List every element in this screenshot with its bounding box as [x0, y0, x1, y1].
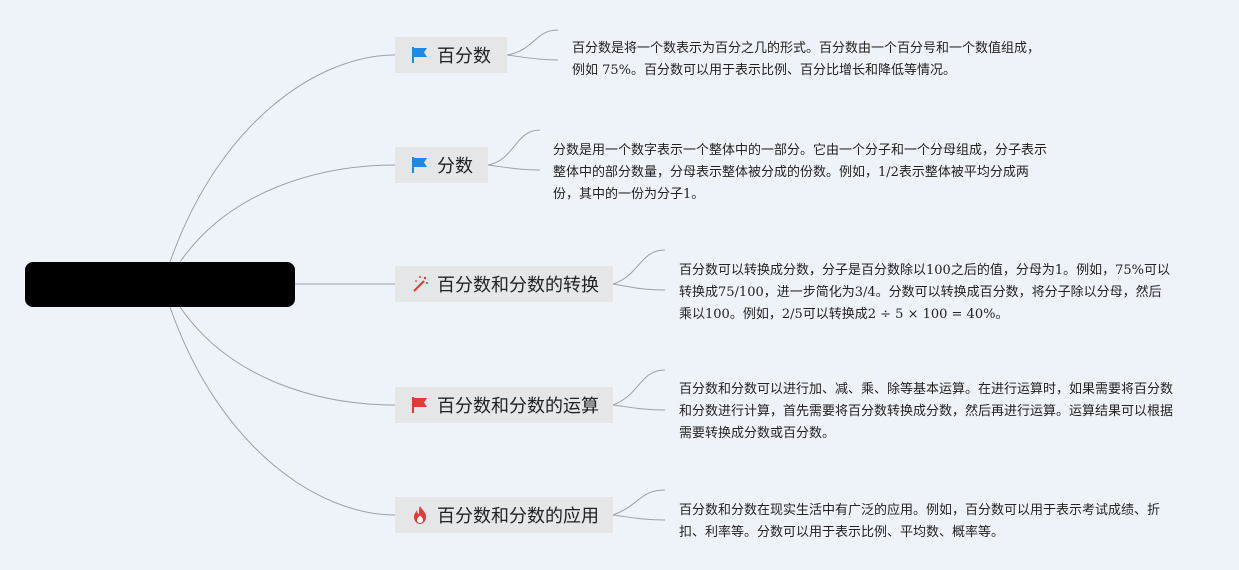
topic-note: 分数是用一个数字表示一个整体中的一部分。它由一个分子和一个分母组成，分子表示整体…: [553, 143, 1048, 202]
topic-operations[interactable]: 百分数和分数的运算: [395, 387, 613, 423]
topic-fraction[interactable]: 分数: [395, 147, 488, 183]
connector-topic-2-note: [487, 129, 541, 171]
connector-root-topic-2: [179, 164, 396, 263]
root-topic[interactable]: [25, 262, 295, 307]
red-flag-icon: [409, 394, 431, 416]
topic-note: 百分数是将一个数表示为百分之几的形式。百分数由一个百分号和一个数值组成，例如 7…: [572, 41, 1041, 78]
blue-flag-icon: [409, 44, 431, 66]
topic-label: 分数: [437, 156, 473, 177]
topic-label: 百分数和分数的运算: [437, 396, 599, 417]
connector-root-topic-5: [169, 306, 396, 516]
magic-wand-icon: [409, 273, 431, 295]
blue-flag-icon: [409, 154, 431, 176]
fire-icon: [409, 504, 431, 526]
connector-topic-3-note: [612, 249, 666, 291]
connector-root-topic-4: [179, 306, 396, 406]
topic-conversion[interactable]: 百分数和分数的转换: [395, 266, 613, 302]
topic-note: 百分数可以转换成分数，分子是百分数除以100之后的值，分母为1。例如，75%可以…: [679, 263, 1170, 322]
topic-percentage[interactable]: 百分数: [395, 37, 507, 73]
connector-topic-5-note: [612, 489, 666, 521]
topic-label: 百分数和分数的应用: [437, 506, 599, 527]
topic-note: 百分数和分数可以进行加、减、乘、除等基本运算。在进行运算时，如果需要将百分数和分…: [679, 382, 1174, 441]
connector-topic-1-note: [506, 29, 559, 61]
topic-label: 百分数和分数的转换: [437, 275, 599, 296]
connector-topic-4-note: [612, 369, 666, 411]
topic-note: 百分数和分数在现实生活中有广泛的应用。例如，百分数可以用于表示考试成绩、折扣、利…: [679, 503, 1161, 540]
topic-applications[interactable]: 百分数和分数的应用: [395, 497, 613, 533]
connector-root-topic-1: [169, 54, 396, 263]
topic-label: 百分数: [437, 46, 491, 67]
